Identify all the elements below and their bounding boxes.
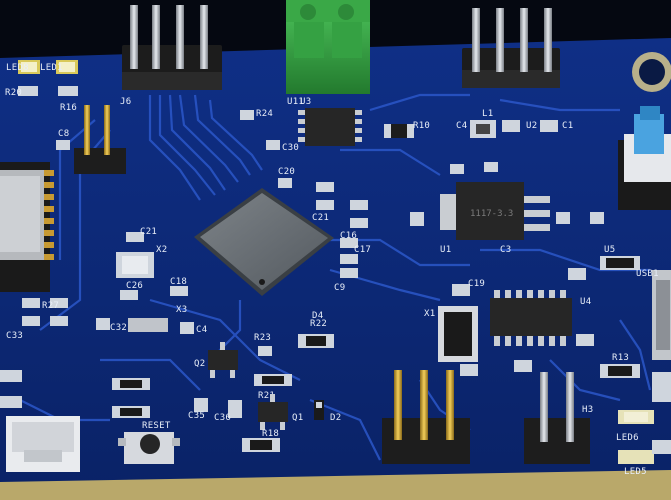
svg-text:U5: U5 (604, 245, 615, 255)
resistor-R10: R10 (384, 121, 430, 138)
transistor-Q2: Q2 (194, 342, 238, 378)
header-J10 (462, 8, 560, 88)
svg-text:R16: R16 (60, 103, 77, 113)
svg-text:U4: U4 (580, 297, 591, 307)
svg-text:C8: C8 (58, 129, 69, 139)
svg-text:R20: R20 (5, 88, 22, 98)
svg-text:U3: U3 (300, 97, 311, 107)
ic-U3: U3 (298, 97, 362, 146)
svg-text:C4: C4 (456, 121, 467, 131)
svg-text:H3: H3 (582, 405, 593, 415)
svg-text:C18: C18 (170, 277, 187, 287)
svg-text:R27: R27 (42, 301, 59, 311)
svg-text:C3: C3 (500, 245, 511, 255)
transistor-Q1: Q1 (258, 394, 303, 430)
svg-text:C4: C4 (196, 325, 207, 335)
slide-switch (618, 106, 671, 210)
svg-text:C16: C16 (340, 231, 357, 241)
svg-text:L1: L1 (482, 109, 493, 119)
cluster-L1: L1 C4 U2 C1 (456, 109, 573, 138)
ic-U1-ldo: 1117-3.3 U1 (440, 182, 550, 255)
svg-text:R18: R18 (262, 429, 279, 439)
svg-text:Q2: Q2 (194, 359, 205, 369)
svg-text:C9: C9 (334, 283, 345, 293)
svg-text:USB1: USB1 (636, 269, 659, 279)
svg-text:R10: R10 (413, 121, 430, 131)
wifi-module (0, 162, 54, 292)
svg-text:D2: D2 (330, 413, 341, 423)
mcu-qfn (194, 188, 334, 296)
svg-text:C30: C30 (282, 143, 299, 153)
svg-text:LED8: LED8 (6, 63, 29, 73)
svg-text:LED6: LED6 (616, 433, 639, 443)
svg-text:C26: C26 (126, 281, 143, 291)
pcb-board (0, 38, 671, 500)
svg-text:LED5: LED5 (624, 467, 647, 477)
crystal-X2: X2 (116, 245, 167, 278)
label-J6: J6 (120, 97, 131, 107)
svg-text:R24: R24 (256, 109, 273, 119)
svg-text:D4: D4 (312, 311, 323, 321)
ic-U4: U4 (490, 290, 591, 346)
svg-text:C19: C19 (468, 279, 485, 289)
svg-text:C21: C21 (312, 213, 329, 223)
svg-text:C36: C36 (214, 413, 231, 423)
svg-text:Q1: Q1 (292, 413, 303, 423)
header-J6: J6 (120, 5, 222, 107)
crystal-X3: X3 (128, 305, 187, 332)
svg-text:C17: C17 (354, 245, 371, 255)
svg-text:C1: C1 (562, 121, 573, 131)
terminal-block: U11 (286, 0, 370, 107)
svg-text:R13: R13 (612, 353, 629, 363)
svg-text:U11: U11 (287, 97, 304, 107)
reset-label: RESET (142, 421, 171, 431)
reset-button: RESET (118, 421, 180, 464)
ldo-marking: 1117-3.3 (470, 209, 513, 219)
svg-text:C20: C20 (278, 167, 295, 177)
led-group-top-left: LED8 LED1 R20 R16 (5, 60, 78, 113)
svg-text:X3: X3 (176, 305, 187, 315)
svg-text:LED1: LED1 (40, 63, 63, 73)
svg-text:R22: R22 (310, 319, 327, 329)
svg-text:C33: C33 (6, 331, 23, 341)
svg-text:C32: C32 (110, 323, 127, 333)
svg-text:X2: X2 (156, 245, 167, 255)
svg-text:R21: R21 (258, 391, 275, 401)
svg-text:X1: X1 (424, 309, 435, 319)
svg-text:U2: U2 (526, 121, 537, 131)
crystal-X1: X1 (424, 306, 478, 362)
header-H8 (382, 370, 470, 464)
tactile-switch-left (6, 416, 80, 472)
svg-text:C35: C35 (188, 411, 205, 421)
svg-text:U1: U1 (440, 245, 451, 255)
header-2pin-gold (74, 105, 126, 174)
svg-text:R23: R23 (254, 333, 271, 343)
svg-text:C21: C21 (140, 227, 157, 237)
header-H3: H3 (524, 372, 593, 464)
board-edge (0, 470, 671, 500)
